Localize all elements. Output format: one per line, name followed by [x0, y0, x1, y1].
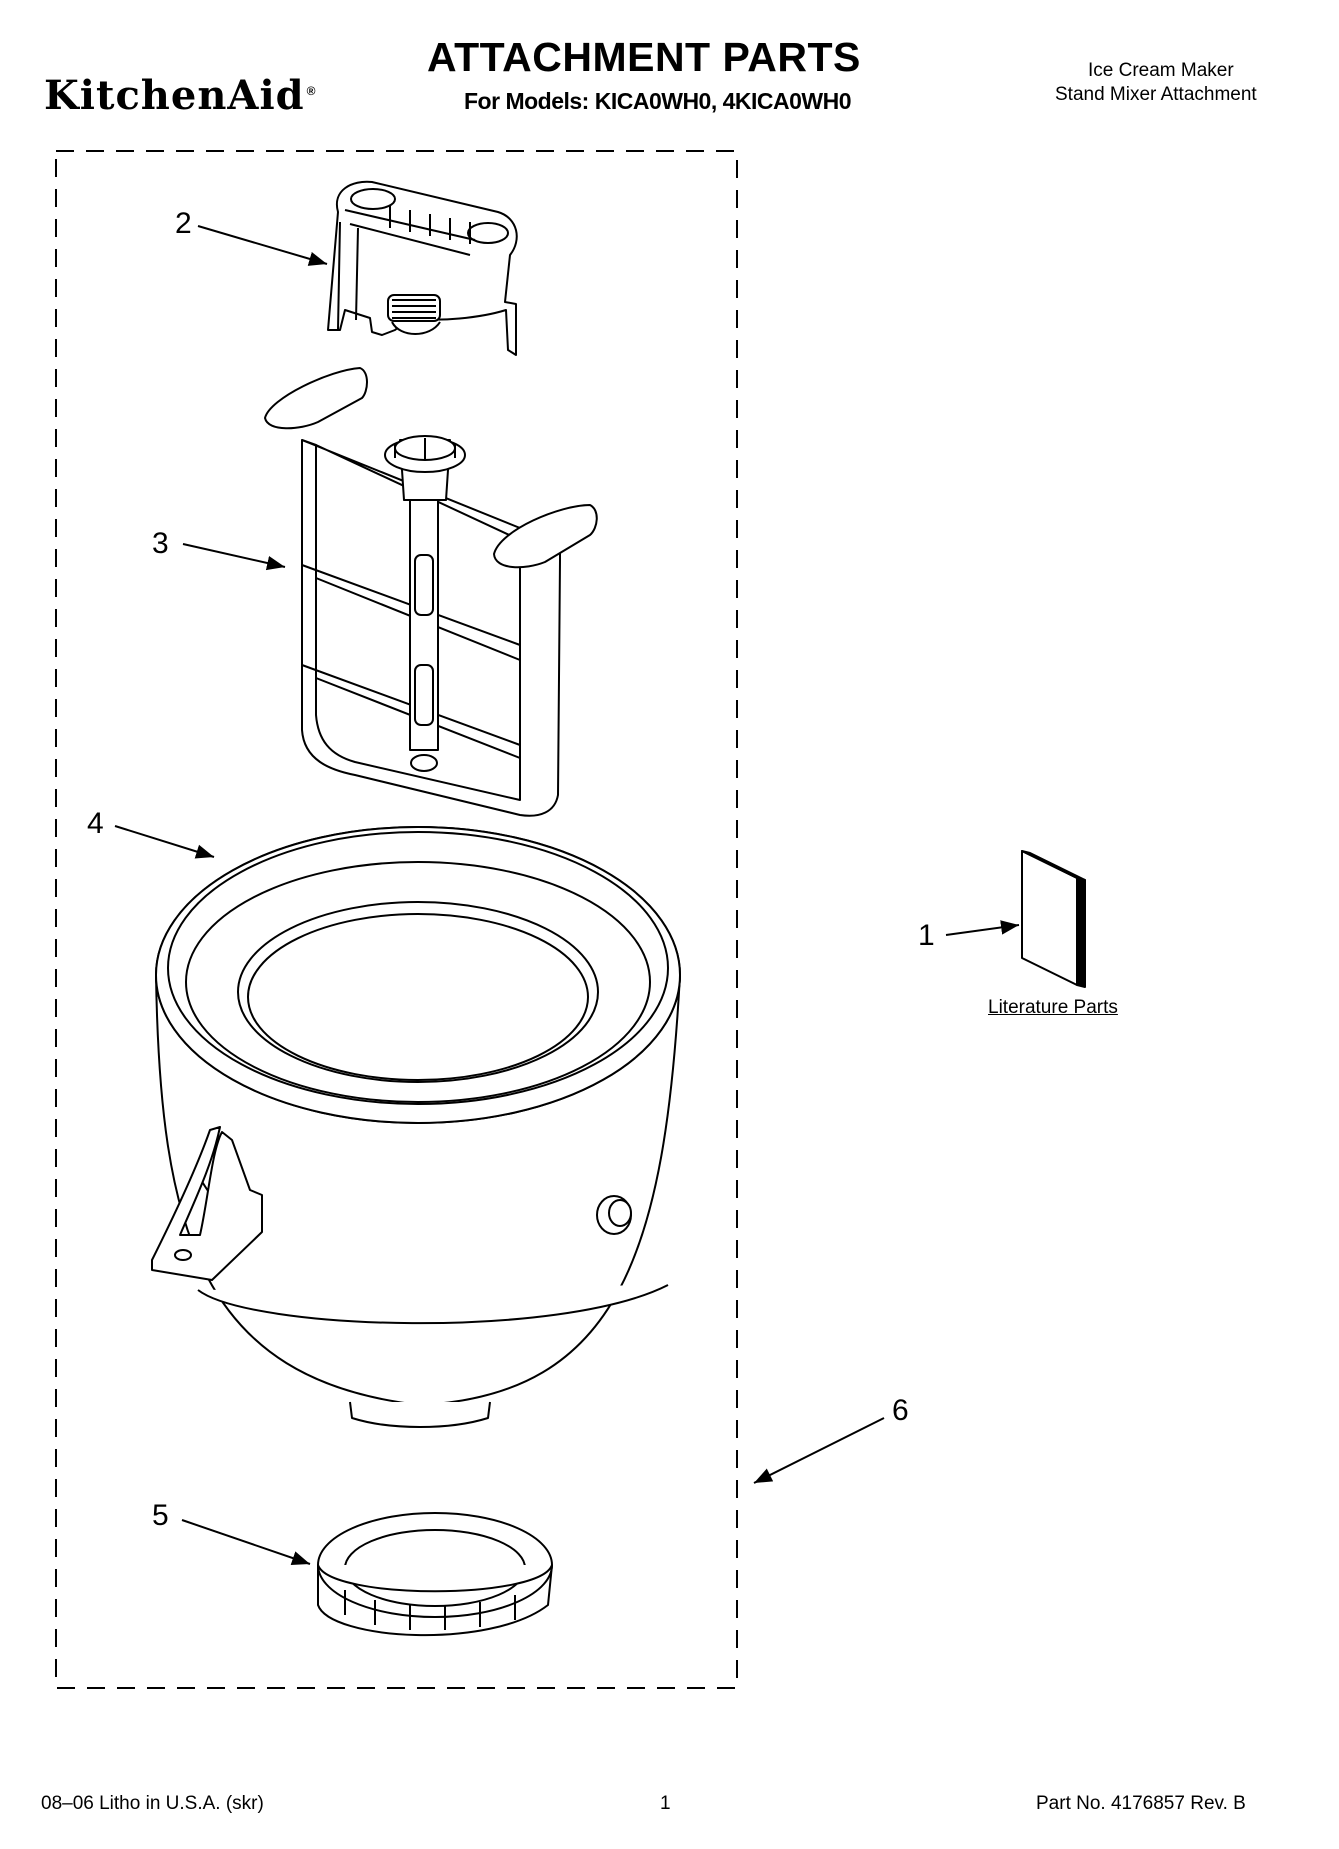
- callout-1: 1: [918, 919, 935, 952]
- leader-line-5: [181, 1519, 311, 1565]
- footer-print-info: 08–06 Litho in U.S.A. (skr): [41, 1793, 264, 1814]
- callout-2: 2: [175, 207, 192, 240]
- literature-parts-label: Literature Parts: [988, 997, 1118, 1018]
- callout-3: 3: [152, 527, 169, 560]
- leader-line-2: [197, 225, 328, 266]
- brand-name: KitchenAid: [44, 72, 305, 119]
- part-literature-booklet: [1021, 850, 1086, 988]
- models-line: For Models: KICA0WH0, 4KICA0WH0: [464, 88, 852, 114]
- footer-part-number: Part No. 4176857 Rev. B: [1036, 1793, 1246, 1814]
- leader-line-3: [182, 543, 286, 571]
- leader-line-6: [753, 1417, 885, 1484]
- leader-line-4: [114, 825, 215, 859]
- callout-6: 6: [892, 1394, 909, 1427]
- part-freeze-bowl: [151, 826, 681, 1428]
- part-dasher: [264, 367, 598, 817]
- leader-lines: [114, 225, 1020, 1565]
- brand-logo: KitchenAid®: [44, 72, 316, 119]
- footer-page-number: 1: [660, 1793, 671, 1814]
- part-drive-ring: [317, 1512, 553, 1637]
- part-drive-assembly: [327, 180, 518, 356]
- assembly-boundary: [55, 150, 738, 1689]
- callout-5: 5: [152, 1499, 169, 1532]
- product-description-line2: Stand Mixer Attachment: [1055, 84, 1257, 105]
- page-title: ATTACHMENT PARTS: [427, 34, 861, 80]
- registered-mark: ®: [306, 83, 317, 98]
- leader-line-1: [945, 920, 1020, 936]
- product-description-line1: Ice Cream Maker: [1088, 60, 1234, 81]
- callout-4: 4: [87, 807, 104, 840]
